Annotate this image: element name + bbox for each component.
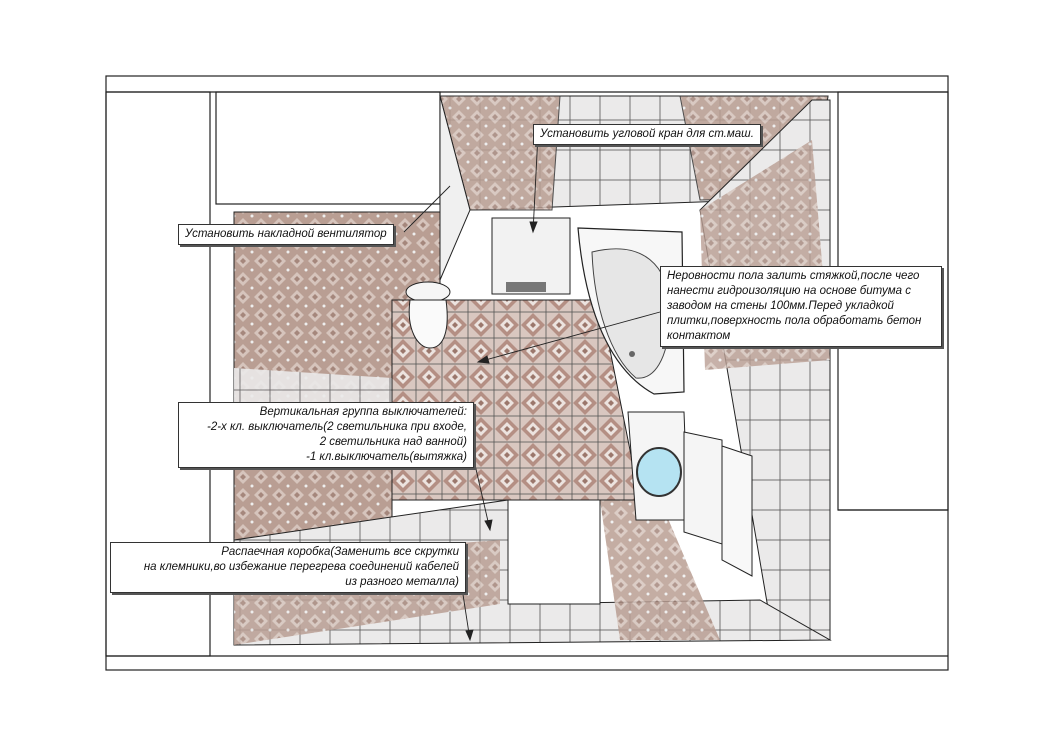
annotation-junction-line-1: Распаечная коробка(Заменить все скрутки: [221, 546, 459, 558]
annotation-fan: Установить накладной вентилятор: [178, 224, 394, 245]
annotation-junction-line-2: на клемники,во избежание перегрева соеди…: [143, 561, 459, 573]
ventilation-box-icon: [491, 217, 571, 295]
annotation-valve-text: Установить угловой кран для ст.маш.: [540, 128, 754, 140]
annotation-floor: Неровности пола залить стяжкой,после чег…: [660, 266, 942, 347]
annotation-floor-line-5: контактом: [667, 330, 731, 342]
annotation-valve: Установить угловой кран для ст.маш.: [533, 124, 761, 145]
toilet-icon: [405, 281, 451, 349]
cabinet-icon: [683, 431, 753, 577]
annotation-switches-line-3: 2 светильника над ванной): [319, 436, 467, 448]
leader-lines: [403, 133, 661, 642]
annotation-junction: Распаечная коробка(Заменить все скрутки …: [110, 542, 466, 593]
annotation-floor-line-2: нанести гидроизоляцию на основе битума с: [667, 285, 911, 297]
annotation-switches-line-1: Вертикальная группа выключателей:: [259, 406, 467, 418]
door-opening: [507, 499, 601, 605]
annotation-switches-line-2: -2-х кл. выключатель(2 светильника при в…: [206, 421, 467, 433]
annotation-junction-line-3: из разного металла): [345, 576, 459, 588]
annotation-fan-text: Установить накладной вентилятор: [185, 228, 387, 240]
annotation-floor-line-4: плитки,поверхность пола обработать бетон: [667, 315, 922, 327]
washing-machine-icon: [627, 411, 689, 521]
annotation-floor-line-1: Неровности пола залить стяжкой,после чег…: [667, 270, 920, 282]
annotation-switches-line-4: -1 кл.выключатель(вытяжка): [306, 451, 467, 463]
annotation-floor-line-3: заводом на стены 100мм.Перед укладкой: [667, 300, 894, 312]
annotation-switches: Вертикальная группа выключателей: -2-х к…: [178, 402, 474, 468]
corner-bathtub-icon: [577, 227, 685, 395]
